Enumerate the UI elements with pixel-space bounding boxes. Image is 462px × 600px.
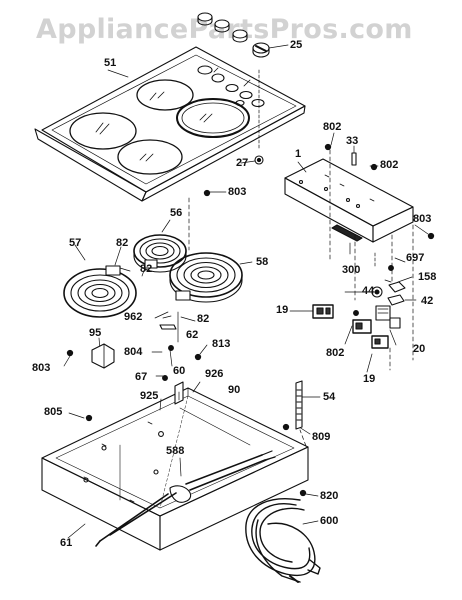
callout-56: 56 [170,207,183,219]
callout-82-c: 82 [197,313,210,325]
callout-54: 54 [323,391,336,403]
callout-158: 158 [418,271,437,283]
small-parts [91,311,179,369]
watermark: AppliancePartsPros.com [36,14,413,45]
callout-804: 804 [124,346,143,358]
callout-67: 67 [135,371,148,383]
callout-58: 58 [256,256,269,268]
callout-82-a: 82 [116,237,129,249]
callout-962: 962 [124,311,143,323]
callout-20: 20 [413,343,426,355]
callout-809: 809 [312,431,331,443]
burner-box [41,381,309,551]
callout-805: 805 [44,406,63,418]
callout-820: 820 [320,490,339,502]
callout-44: 44 [362,285,375,297]
callout-62: 62 [186,329,199,341]
callout-51: 51 [104,57,117,69]
callout-300: 300 [342,264,361,276]
screws [66,143,435,497]
callout-813: 813 [212,338,231,350]
callout-925: 925 [140,390,159,402]
callout-803-b: 803 [413,213,432,225]
callout-803-a: 803 [228,186,247,198]
callout-95: 95 [89,327,102,339]
callout-25: 25 [290,39,303,51]
callout-27: 27 [236,157,249,169]
callout-802-a: 802 [323,121,342,133]
callout-802-c: 802 [326,347,345,359]
callout-600: 600 [320,515,339,527]
wire-harness [245,498,321,583]
infinite-switches [312,279,406,349]
cooktop-glass [34,46,306,202]
callout-61: 61 [60,537,73,549]
surface-element-56 [133,234,187,273]
callout-803-c: 803 [32,362,51,374]
callout-1: 1 [295,148,302,160]
callout-697: 697 [406,252,425,264]
callout-82-b: 82 [140,263,153,275]
callout-42: 42 [421,295,434,307]
terminal-block [295,380,303,430]
callout-19-a: 19 [276,304,289,316]
surface-element-58 [169,252,243,303]
callout-926: 926 [205,368,224,380]
surface-element-57 [63,265,137,318]
callout-57: 57 [69,237,82,249]
callout-802-b: 802 [380,159,399,171]
callout-90: 90 [228,384,241,396]
callout-60: 60 [173,365,186,377]
control-bracket [284,149,414,361]
control-knobs [197,12,289,58]
label-plate [331,224,363,255]
callout-19-b: 19 [363,373,376,385]
callout-588: 588 [166,445,185,457]
callout-33: 33 [346,135,359,147]
assembly-lines [188,197,391,447]
